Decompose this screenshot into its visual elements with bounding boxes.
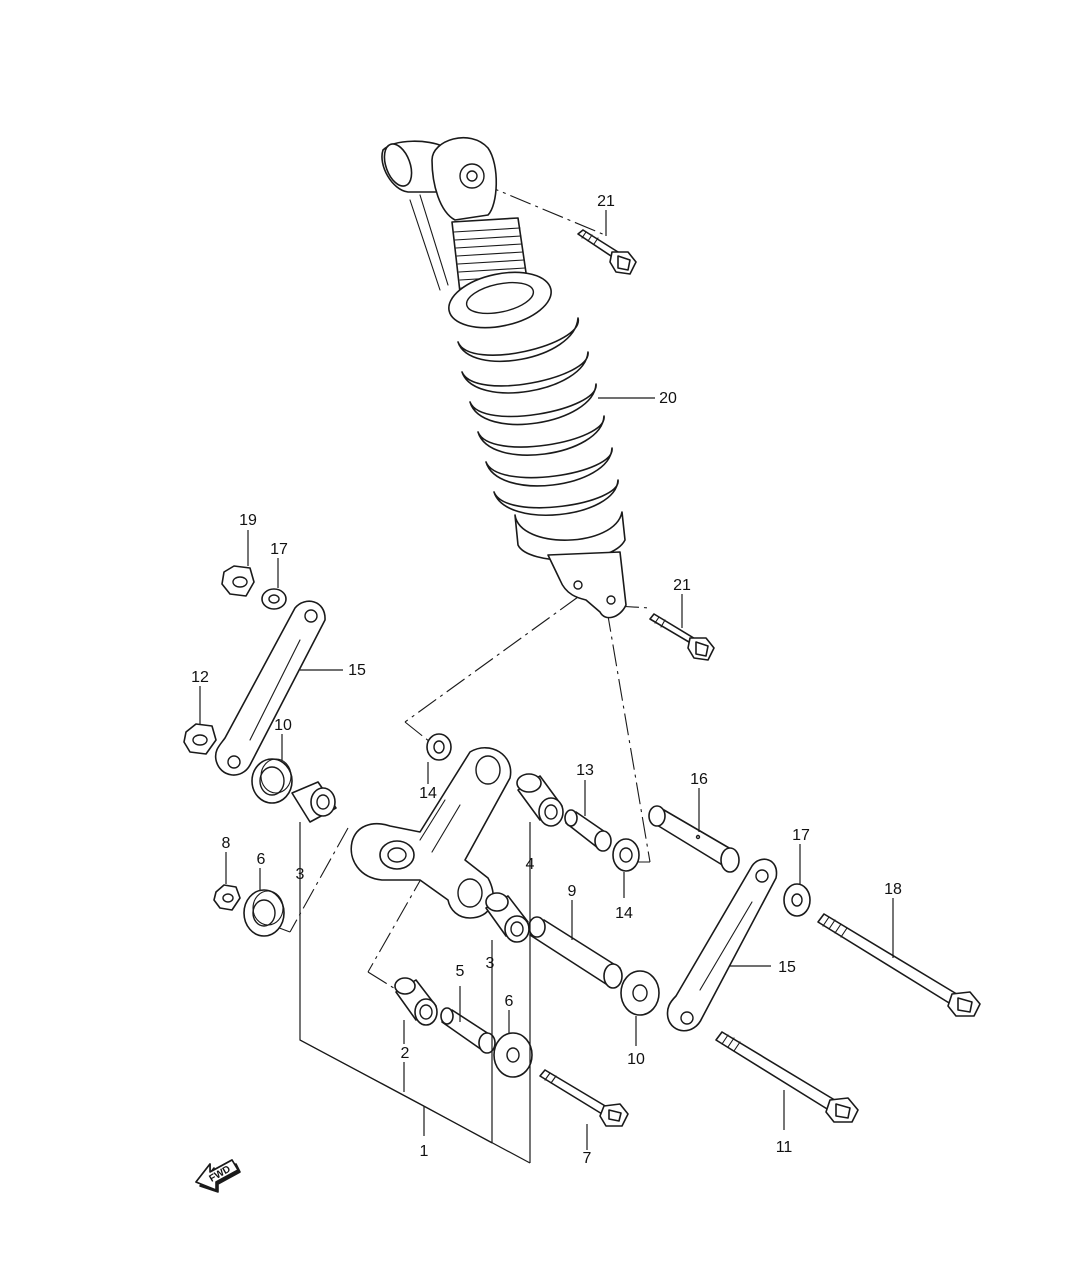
cushion-lever [350,746,512,919]
bolt-21-upper [577,229,637,275]
callout-6-right: 6 [505,993,514,1010]
link-rod-15-left [214,600,326,776]
washer-17-right [783,883,811,917]
bearing-10-right [620,970,660,1016]
bearing-10-left [251,758,293,804]
callout-21-upper: 21 [597,193,615,210]
callout-3-lower: 3 [486,955,495,972]
callout-7: 7 [583,1150,592,1167]
callout-11: 11 [776,1139,793,1156]
washer-14-upper [426,733,452,761]
callout-15-left: 15 [348,662,366,679]
callout-2: 2 [401,1045,410,1062]
callout-5: 5 [456,963,465,980]
callout-17-left: 17 [270,541,288,558]
bolt-11 [715,1031,859,1123]
callout-15-right: 15 [778,959,796,976]
callout-17-right: 17 [792,827,810,844]
nut-12 [183,723,217,755]
callout-19: 19 [239,512,257,529]
callout-3-left: 3 [296,866,305,883]
shaft-16 [648,805,740,873]
callout-1: 1 [420,1143,429,1160]
bolt-21-lower [649,613,715,661]
leader-lines [199,210,894,1164]
shock-absorber [381,137,627,619]
washer-14-lower [612,838,640,872]
washer-17-left [261,588,287,610]
callout-4: 4 [526,856,535,873]
callout-18: 18 [884,881,902,898]
spacer-13 [564,809,612,852]
shaft-9 [528,916,623,989]
bush-4 [516,773,564,827]
callout-9: 9 [568,883,577,900]
nut-19 [221,565,255,597]
callout-labels: 21 20 21 19 17 15 12 10 14 13 16 17 18 8… [191,193,902,1167]
callout-10-left: 10 [274,717,292,734]
callout-10-right: 10 [627,1051,645,1068]
washer-6-left [243,889,285,937]
spacer-5 [440,1007,496,1054]
callout-6-left: 6 [257,851,266,868]
spring-coils [457,317,619,516]
bush-3-upper-left [291,781,337,823]
fwd-arrow-icon: FWD [195,1159,241,1193]
callout-14-upper: 14 [419,785,437,802]
bolt-18 [817,913,981,1017]
bolt-7 [539,1069,629,1127]
link-rod-15-right [666,858,778,1032]
callout-14-lower: 14 [615,905,633,922]
callout-8: 8 [222,835,231,852]
callout-21-lower: 21 [673,577,691,594]
washer-6-right [493,1032,533,1078]
bush-3-lower [485,892,530,943]
callout-13: 13 [576,762,594,779]
callout-16: 16 [690,771,708,788]
callout-20: 20 [659,390,677,407]
nut-8 [213,884,241,911]
bush-2 [394,977,438,1026]
callout-12: 12 [191,669,209,686]
